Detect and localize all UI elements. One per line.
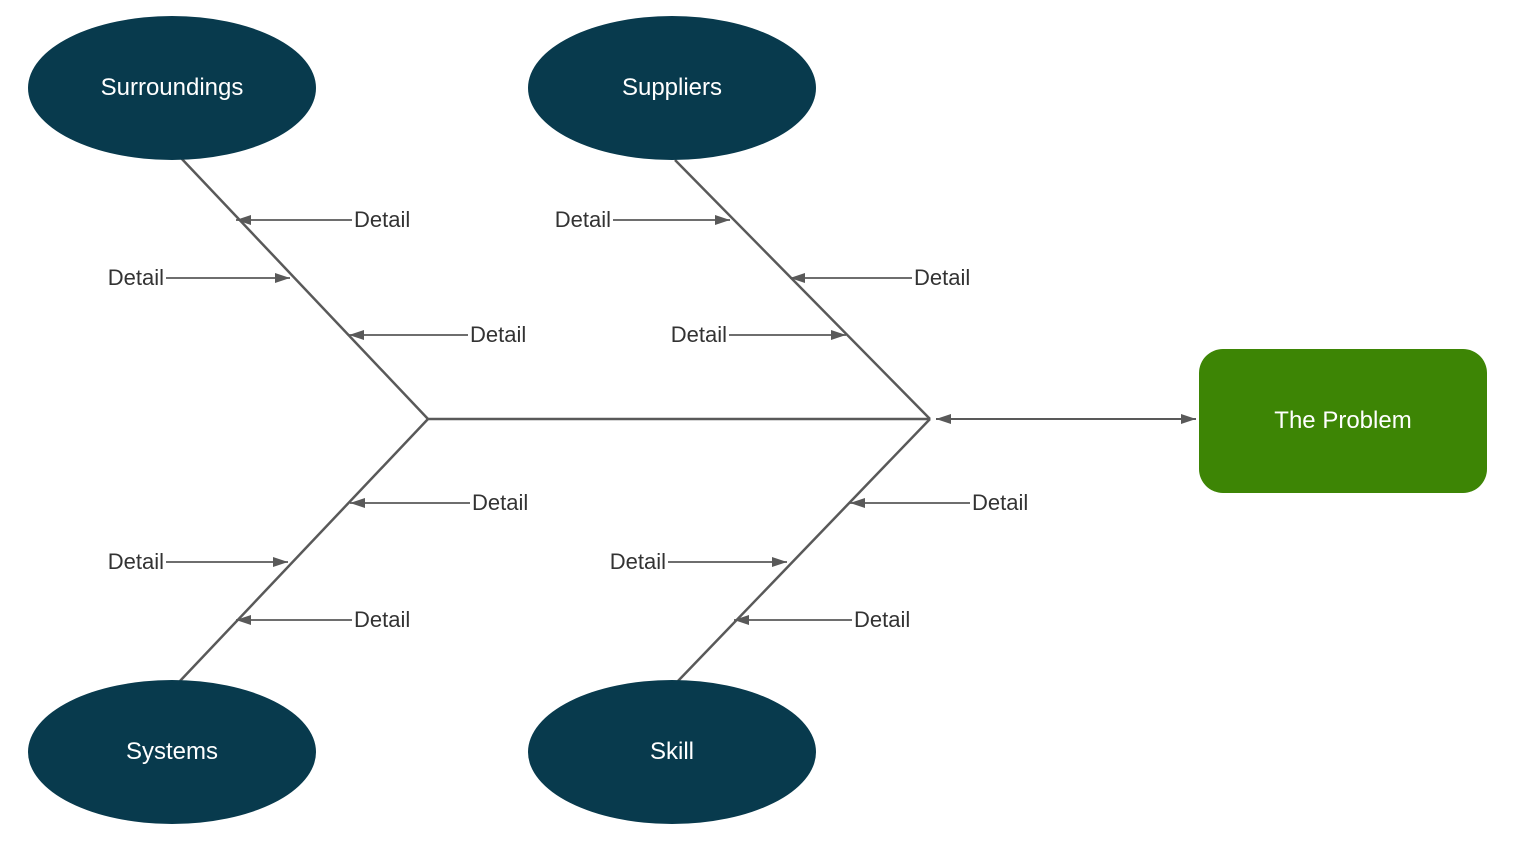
detail-label-systems-1[interactable]: Detail bbox=[472, 490, 529, 515]
detail-label-skill-3[interactable]: Detail bbox=[854, 607, 911, 632]
category-node-surroundings[interactable]: Surroundings bbox=[28, 16, 316, 160]
branch-line-suppliers bbox=[674, 159, 931, 420]
category-label: Suppliers bbox=[621, 74, 723, 101]
detail-label-systems-3[interactable]: Detail bbox=[354, 607, 411, 632]
category-node-skill[interactable]: Skill bbox=[528, 680, 816, 824]
category-node-suppliers[interactable]: Suppliers bbox=[528, 16, 816, 160]
detail-label-surroundings-2[interactable]: Detail bbox=[107, 265, 164, 290]
problem-node[interactable]: The Problem bbox=[1199, 349, 1487, 493]
detail-label-suppliers-3[interactable]: Detail bbox=[670, 322, 727, 347]
category-node-systems[interactable]: Systems bbox=[28, 680, 316, 824]
category-label: Systems bbox=[125, 738, 218, 765]
detail-label-skill-2[interactable]: Detail bbox=[609, 549, 666, 574]
detail-label-skill-1[interactable]: Detail bbox=[972, 490, 1029, 515]
branch-line-systems bbox=[179, 418, 429, 682]
detail-label-surroundings-3[interactable]: Detail bbox=[470, 322, 527, 347]
detail-label-suppliers-2[interactable]: Detail bbox=[914, 265, 971, 290]
detail-label-systems-2[interactable]: Detail bbox=[107, 549, 164, 574]
problem-label: The Problem bbox=[1274, 407, 1412, 434]
branch-line-surroundings bbox=[180, 157, 429, 420]
category-label: Skill bbox=[649, 738, 694, 765]
detail-label-suppliers-1[interactable]: Detail bbox=[554, 207, 611, 232]
branch-line-skill bbox=[677, 418, 931, 682]
category-label: Surroundings bbox=[100, 74, 244, 101]
detail-label-surroundings-1[interactable]: Detail bbox=[354, 207, 411, 232]
